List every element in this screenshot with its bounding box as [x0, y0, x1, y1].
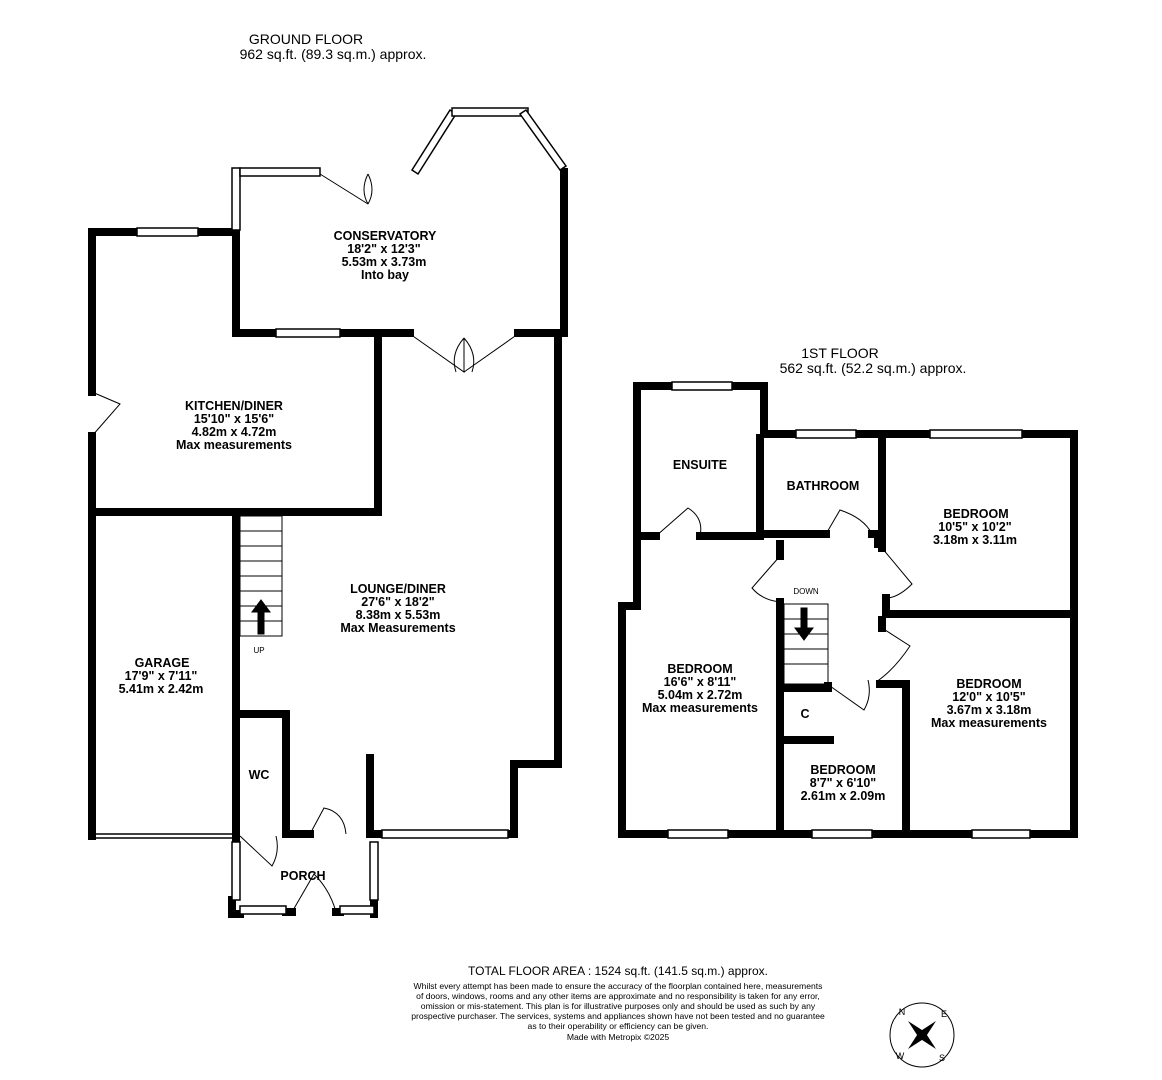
room-bathroom: BATHROOM [787, 479, 860, 493]
compass-icon: N E S W [889, 1002, 955, 1068]
room-name: BEDROOM [956, 677, 1021, 691]
first-floor-walls [618, 382, 1078, 838]
ground-floor-area: 962 sq.ft. (89.3 sq.m.) approx. [240, 46, 427, 62]
room-note: Max Measurements [340, 621, 455, 635]
room-bedroom-top-right: BEDROOM 10'5" x 10'2" 3.18m x 3.11m [933, 507, 1017, 547]
room-bedroom-right: BEDROOM 12'0" x 10'5" 3.67m x 3.18m Max … [931, 677, 1047, 730]
disclaimer-line-5: as to their operability or efficiency ca… [528, 1021, 709, 1031]
disclaimer-line-3: omission or mis-statement. This plan is … [421, 1001, 816, 1011]
compass-e: E [941, 1009, 947, 1019]
room-name: BEDROOM [667, 662, 732, 676]
room-note: Max measurements [176, 438, 292, 452]
ground-floor-doors [91, 173, 519, 913]
ground-floor-walls [88, 168, 568, 918]
room-imperial: 16'6" x 8'11" [664, 675, 737, 689]
room-metric: 5.04m x 2.72m [658, 688, 743, 702]
stairs-down-label: DOWN [793, 587, 819, 596]
room-name: CONSERVATORY [334, 229, 437, 243]
first-floor-title: 1ST FLOOR [801, 345, 879, 361]
compass-n: N [899, 1007, 906, 1017]
first-floor: 1ST FLOOR 562 sq.ft. (52.2 sq.m.) approx… [618, 345, 1078, 839]
disclaimer-line-6: Made with Metropix ©2025 [567, 1032, 670, 1042]
room-lounge-diner: LOUNGE/DINER 27'6" x 18'2" 8.38m x 5.53m… [340, 582, 455, 635]
room-porch: PORCH [280, 869, 325, 883]
disclaimer-line-1: Whilst every attempt has been made to en… [414, 981, 823, 991]
room-imperial: 12'0" x 10'5" [952, 690, 1025, 704]
room-metric: 3.67m x 3.18m [947, 703, 1032, 717]
total-floor-area: TOTAL FLOOR AREA : 1524 sq.ft. (141.5 sq… [468, 964, 768, 978]
disclaimer-line-4: prospective purchaser. The services, sys… [411, 1011, 825, 1021]
room-imperial: 18'2" x 12'3" [347, 242, 420, 256]
room-metric: 3.18m x 3.11m [933, 533, 1017, 547]
ground-floor-windows [96, 107, 568, 915]
room-note: Max measurements [642, 701, 758, 715]
first-floor-stairs [783, 603, 829, 685]
room-metric: 5.53m x 3.73m [342, 255, 427, 269]
ground-floor-stairs [239, 515, 283, 637]
room-ensuite: ENSUITE [673, 458, 727, 472]
room-bedroom-small: BEDROOM 8'7" x 6'10" 2.61m x 2.09m [801, 763, 886, 803]
footer: TOTAL FLOOR AREA : 1524 sq.ft. (141.5 sq… [411, 964, 825, 1042]
room-note: Into bay [361, 268, 409, 282]
room-metric: 2.61m x 2.09m [801, 789, 886, 803]
room-cupboard: C [800, 707, 809, 721]
room-note: Max measurements [931, 716, 1047, 730]
room-name: GARAGE [135, 656, 190, 670]
room-conservatory: CONSERVATORY 18'2" x 12'3" 5.53m x 3.73m… [334, 229, 437, 282]
room-metric: 4.82m x 4.72m [192, 425, 277, 439]
room-imperial: 15'10" x 15'6" [194, 412, 274, 426]
room-kitchen-diner: KITCHEN/DINER 15'10" x 15'6" 4.82m x 4.7… [176, 399, 292, 452]
ground-floor-title: GROUND FLOOR [249, 31, 363, 47]
first-floor-area: 562 sq.ft. (52.2 sq.m.) approx. [780, 360, 967, 376]
room-imperial: 27'6" x 18'2" [361, 595, 434, 609]
room-name: LOUNGE/DINER [350, 582, 446, 596]
room-wc: WC [249, 768, 270, 782]
room-name: BEDROOM [810, 763, 875, 777]
room-name: BEDROOM [943, 507, 1008, 521]
room-imperial: 17'9" x 7'11" [125, 669, 198, 683]
stairs-up-label: UP [253, 646, 264, 655]
room-bedroom-left: BEDROOM 16'6" x 8'11" 5.04m x 2.72m Max … [642, 662, 758, 715]
room-metric: 8.38m x 5.53m [356, 608, 441, 622]
room-metric: 5.41m x 2.42m [119, 682, 204, 696]
disclaimer-line-2: of doors, windows, rooms and any other i… [416, 991, 820, 1001]
room-imperial: 8'7" x 6'10" [810, 776, 877, 790]
first-floor-doors [655, 507, 913, 711]
compass-s: S [939, 1053, 945, 1063]
first-floor-windows [667, 381, 1031, 839]
room-name: KITCHEN/DINER [185, 399, 283, 413]
compass-w: W [896, 1051, 905, 1061]
room-imperial: 10'5" x 10'2" [938, 520, 1011, 534]
room-garage: GARAGE 17'9" x 7'11" 5.41m x 2.42m [119, 656, 204, 696]
ground-floor: GROUND FLOOR 962 sq.ft. (89.3 sq.m.) app… [88, 31, 568, 918]
